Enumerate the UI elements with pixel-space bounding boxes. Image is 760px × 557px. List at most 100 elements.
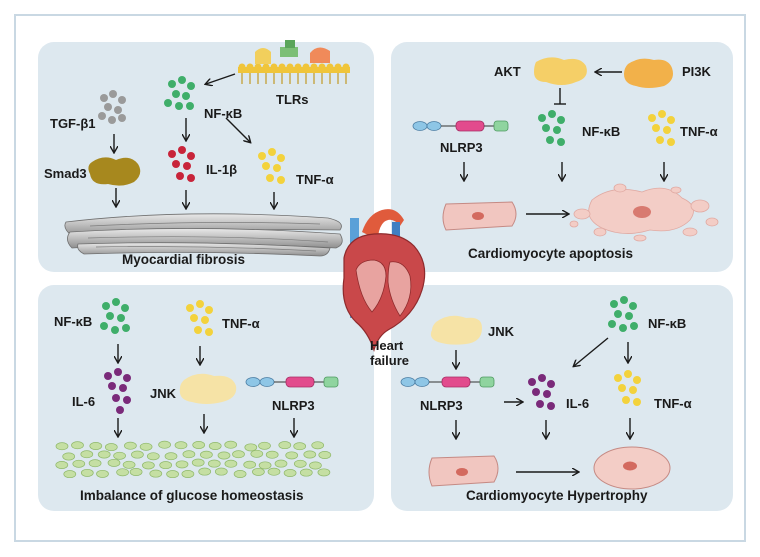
glucose-granule [265,450,279,459]
nlrp3-protein [245,376,339,388]
tnfa-molecules [186,300,213,336]
tlrs-receptor-membrane [238,40,350,84]
glucose-granule [317,468,331,477]
label-jnk: JNK [488,324,515,339]
nfkb-molecules [538,110,565,146]
glucose-granule [89,442,103,450]
glucose-granule [131,450,144,459]
center-label-failure: failure [370,353,410,368]
akt-protein [534,57,587,85]
glucose-granule [88,459,102,468]
glucose-granule [96,469,109,478]
glucose-granule [166,470,179,479]
glucose-granule [63,470,77,479]
nfkb-molecules [164,76,195,110]
cardiomyocyte-cell [442,201,517,231]
nlrp3-protein [412,120,509,132]
glucose-granule [224,440,238,449]
glucose-granule [72,459,86,468]
il1b-molecules [168,146,195,182]
glucose-granules [55,440,332,479]
pi3k-protein [624,58,673,88]
label-tlrs: TLRs [276,92,309,107]
label-smad3: Smad3 [44,166,87,181]
glucose-granule [267,467,281,476]
smad3-protein [88,157,141,186]
glucose-granule [299,468,313,477]
glucose-granule [233,470,247,478]
glucose-granule [55,442,69,451]
tgf-beta1-molecules [98,90,126,124]
title-glucose-homeostasis: Imbalance of glucose homeostasis [80,488,304,503]
glucose-granule [97,450,111,459]
glucose-granule [278,441,292,450]
glucose-granule [174,441,188,450]
nfkb-molecules [608,296,638,332]
heart-illustration [342,209,426,353]
glucose-granule [139,442,153,451]
nlrp3-protein [400,376,495,388]
label-nlrp3: NLRP3 [272,398,315,413]
glucose-granule [217,451,231,460]
glucose-granule [274,459,288,468]
title-myocardial-fibrosis: Myocardial fibrosis [122,252,246,267]
glucose-granule [80,450,94,459]
glucose-granule [80,468,94,477]
glucose-granule [258,441,271,450]
label-tnfa: TNF-α [654,396,692,411]
glucose-granule [124,441,137,450]
label-nlrp3: NLRP3 [420,398,463,413]
glucose-granule [107,458,121,467]
title-cardiomyocyte-hypertrophy: Cardiomyocyte Hypertrophy [466,488,648,503]
tnfa-molecules [648,110,675,146]
glucose-granule [200,450,213,459]
glucose-granule [283,469,297,477]
glucose-granule [164,452,178,461]
tnfa-molecules [614,370,641,406]
glucose-granule [182,450,196,459]
glucose-granule [311,441,325,450]
tnfa-molecules [258,148,285,184]
glucose-granule [149,469,163,478]
glucose-granule [232,450,245,459]
glucose-granule [146,452,160,461]
glucose-granule [158,440,171,449]
glucose-granule [122,460,136,469]
inhibit-akt-to-nfkb [554,88,566,105]
glucose-granule [104,443,118,452]
glucose-granule [181,470,195,478]
jnk-protein [430,315,482,345]
label-nfkb: NF-κB [204,106,243,121]
glucose-granule [142,461,155,470]
label-pi3k: PI3K [682,64,711,79]
cardiomyocyte-cell [428,455,499,487]
label-tnfa: TNF-α [680,124,718,139]
glucose-granule [293,459,307,468]
glucose-granule [129,468,143,476]
glucose-granule [159,461,173,470]
glucose-granule [244,443,258,452]
label-il1b: IL-1β [206,162,238,177]
glucose-granule [252,467,265,476]
hypertrophic-cell [593,446,671,490]
glucose-granule [192,441,206,449]
jnk-protein [179,373,237,404]
label-il6: IL-6 [566,396,590,411]
glucose-granule [250,449,264,458]
arrow-nfkb-to-tnfa [225,117,250,142]
center-label-heart: Heart [370,338,404,353]
glucose-granule [55,461,69,469]
glucose-granule [224,459,238,468]
il6-molecules [528,374,555,410]
glucose-granule [214,467,228,476]
glucose-granule [71,441,84,450]
label-nfkb: NF-κB [648,316,687,331]
glucose-granule [243,460,257,469]
label-tnfa: TNF-α [222,316,260,331]
glucose-granule [258,461,272,470]
il6-molecules [104,368,131,414]
label-tgf-beta1: TGF-β1 [50,116,96,131]
title-cardiomyocyte-apoptosis: Cardiomyocyte apoptosis [468,246,634,261]
fibrosis-fiber-bundle [64,213,343,257]
